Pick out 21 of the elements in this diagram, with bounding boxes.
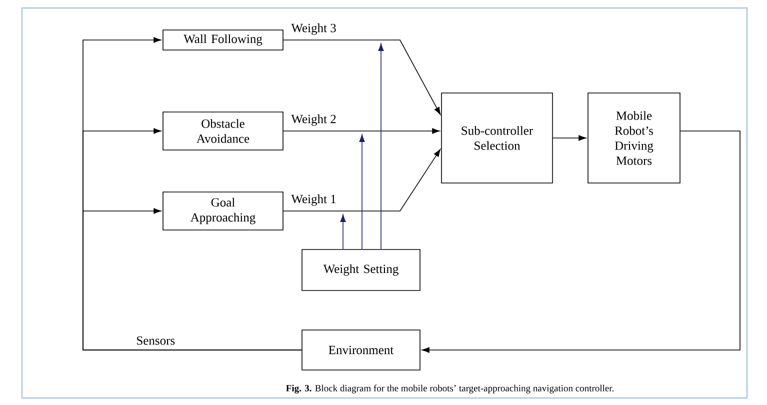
arrow xyxy=(378,43,384,250)
arrow xyxy=(359,134,365,250)
arrow xyxy=(283,128,440,134)
arrow xyxy=(552,135,586,141)
block-box: Environment xyxy=(302,330,420,370)
arrow xyxy=(82,208,302,350)
arrow xyxy=(283,40,441,115)
block-box: Wall Following xyxy=(162,30,284,50)
block-box: Sub-controller Selection xyxy=(441,92,553,184)
block-box: Mobile Robot’s Driving Motors xyxy=(588,92,680,184)
caption: Fig. 3. Block diagram for the mobile robots’ target-approaching navigation controller. xyxy=(286,384,614,394)
arrow xyxy=(340,214,346,250)
edge-label: Weight 3 xyxy=(290,22,338,36)
block-box: Weight Setting xyxy=(302,249,420,291)
edge-label: Weight 2 xyxy=(290,113,338,127)
edge-label: Sensors xyxy=(135,335,176,346)
block-box: Goal Approaching xyxy=(162,192,284,230)
block-box: Obstacle Avoidance xyxy=(162,112,284,150)
arrow xyxy=(422,130,740,353)
edge-label: Weight 1 xyxy=(290,193,338,207)
arrow xyxy=(283,149,440,212)
